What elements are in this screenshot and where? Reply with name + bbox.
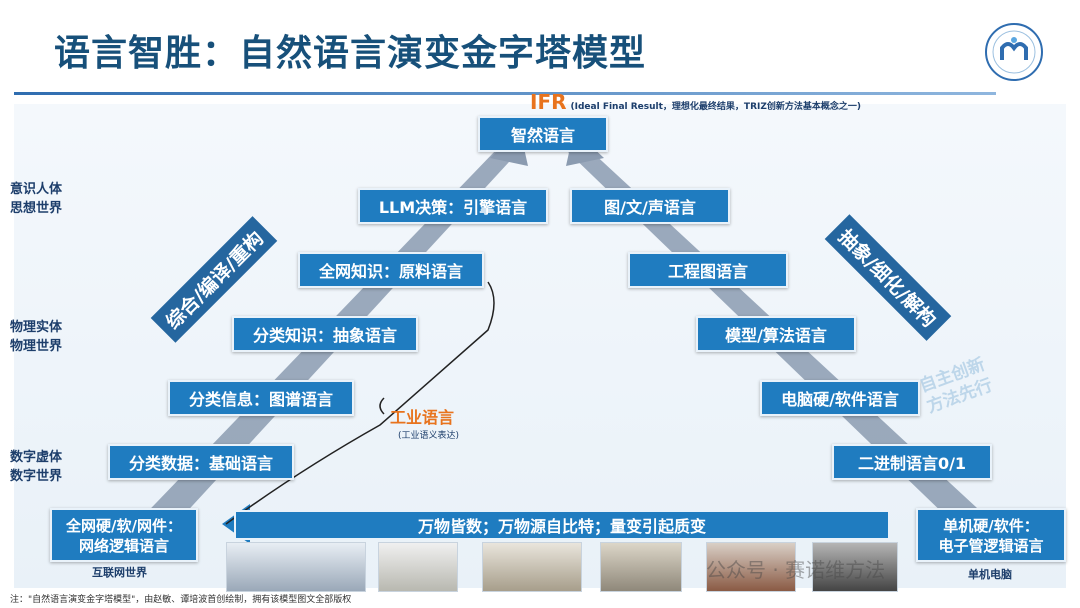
title-rule — [14, 92, 996, 95]
desktop-photo-3 — [600, 542, 682, 592]
page-title: 语言智胜：自然语言演变金字塔模型 — [54, 33, 647, 74]
industrial-curve — [225, 281, 495, 525]
desktop-photo-1 — [378, 542, 458, 592]
left-base-box: 全网硬/软/网件： 网络逻辑语言 — [50, 508, 198, 562]
ifr-label: IFR — [530, 90, 567, 114]
industrial-language-label: 工业语言 — [390, 408, 455, 427]
society-logo — [985, 23, 1043, 81]
side-label-thought: 意识人体 思想世界 — [10, 182, 63, 216]
bottom-bar: 万物皆数；万物源自比特；量变引起质变 — [234, 510, 890, 540]
ifr-note: (Ideal Final Result，理想化最终结果，TRIZ创新方法基本概念… — [570, 102, 861, 112]
right-base-box: 单机硬/软件： 电子管逻辑语言 — [916, 508, 1066, 562]
single-machine-label: 单机电脑 — [968, 568, 1012, 581]
left-base-line-1: 全网硬/软/网件： — [66, 517, 182, 535]
left-level-2: 全网知识：原料语言 — [298, 252, 484, 288]
wechat-watermark: 公众号 · 赛诺维方法 — [706, 558, 886, 582]
right-base-line-1: 单机硬/软件： — [943, 517, 1039, 535]
right-level-1: 图/文/声语言 — [570, 188, 730, 224]
left-level-3: 分类知识：抽象语言 — [232, 316, 418, 352]
desktop-photo-2 — [482, 542, 582, 592]
apex-box: 智然语言 — [478, 116, 608, 152]
internet-world-label: 互联网世界 — [92, 566, 147, 579]
ifr-annotation: IFR(Ideal Final Result，理想化最终结果，TRIZ创新方法基… — [530, 90, 861, 114]
vacuum-tube-photo — [812, 542, 898, 592]
industrial-bracket — [379, 397, 385, 415]
left-level-1: LLM决策：引擎语言 — [358, 188, 548, 224]
right-base-line-2: 电子管逻辑语言 — [938, 537, 1044, 555]
right-level-2: 工程图语言 — [628, 252, 788, 288]
laptops-photo — [226, 542, 366, 592]
left-level-5: 分类数据：基础语言 — [108, 444, 294, 480]
early-computer-photo — [706, 542, 796, 592]
side-label-digital: 数字虚体 数字世界 — [10, 450, 63, 484]
industrial-language-sub: (工业语义表达) — [398, 431, 460, 441]
right-level-3: 模型/算法语言 — [696, 316, 856, 352]
right-level-4: 电脑硬/软件语言 — [760, 380, 920, 416]
left-base-line-2: 网络逻辑语言 — [78, 537, 169, 555]
footnote: 注："自然语言演变金字塔模型"，由赵敏、谭培波首创绘制，拥有该模型图文全部版权 — [10, 595, 352, 605]
right-level-5: 二进制语言0/1 — [832, 444, 992, 480]
side-label-physical: 物理实体 物理世界 — [10, 320, 63, 354]
left-level-4: 分类信息：图谱语言 — [168, 380, 354, 416]
